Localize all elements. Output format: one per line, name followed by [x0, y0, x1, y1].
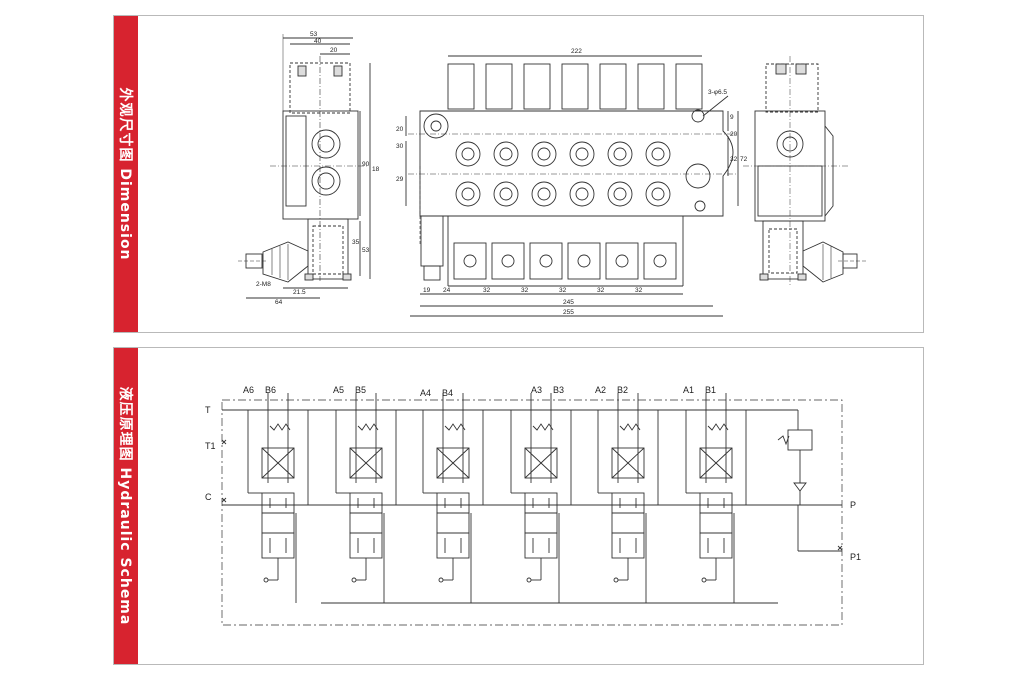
dim-72: 72: [740, 156, 748, 163]
dim-64: 64: [275, 299, 283, 306]
dimension-panel: 外观尺寸图 Dimension: [113, 15, 924, 333]
dim-32-d: 32: [597, 287, 605, 294]
port-T1: T1: [205, 441, 216, 451]
port-A4: A4: [420, 388, 431, 398]
section-5: [335, 393, 397, 603]
port-A3: A3: [531, 385, 542, 395]
dim-19: 19: [423, 287, 431, 294]
dim-20: 20: [330, 47, 338, 54]
dimension-title: 外观尺寸图 Dimension: [117, 87, 133, 261]
hydraulic-title-tab: 液压原理图 Hydraulic Schema: [114, 348, 138, 664]
dim-255: 255: [563, 309, 574, 316]
dimension-title-tab: 外观尺寸图 Dimension: [114, 16, 138, 332]
dim-53: 53: [310, 31, 318, 38]
dim-90: 90: [362, 161, 370, 168]
port-B2: B2: [617, 385, 628, 395]
hydraulic-panel: 液压原理图 Hydraulic Schema: [113, 347, 924, 665]
dim-53b: 53: [362, 247, 370, 254]
dim-32-c: 32: [559, 287, 567, 294]
dim-20-right: 20: [730, 131, 738, 138]
dim-32-right: 32: [730, 156, 738, 163]
dim-222: 222: [571, 48, 582, 55]
dim-35: 35: [352, 239, 360, 246]
dim-32-a: 32: [483, 287, 491, 294]
section-3: [510, 393, 572, 603]
side-view-right: [743, 56, 866, 286]
port-A6: A6: [243, 385, 254, 395]
port-T: T: [205, 405, 211, 415]
port-B3: B3: [553, 385, 564, 395]
dimension-drawing: 53 40 20 90 18 35 53 2-M8 21.5 64: [238, 31, 866, 317]
dim-32-b: 32: [521, 287, 529, 294]
port-A5: A5: [333, 385, 344, 395]
port-B1: B1: [705, 385, 716, 395]
dim-2m8: 2-M8: [256, 281, 271, 288]
section-4: [422, 393, 484, 603]
hydraulic-schema: T T1 C P P1 A6 B6 A5 B5 A4 B4 A3 B3 A2 B…: [205, 385, 861, 626]
dim-9: 9: [730, 114, 734, 121]
port-B4: B4: [442, 388, 453, 398]
port-B6: B6: [265, 385, 276, 395]
dim-32-e: 32: [635, 287, 643, 294]
dim-20-left: 20: [396, 126, 404, 133]
dim-18x: 18: [372, 166, 380, 173]
dim-245: 245: [563, 299, 574, 306]
port-A2: A2: [595, 385, 606, 395]
dim-30-left: 30: [396, 143, 404, 150]
section-2: [597, 393, 659, 603]
hydraulic-title: 液压原理图 Hydraulic Schema: [117, 386, 133, 626]
section-1: [685, 393, 747, 603]
port-C: C: [205, 492, 212, 502]
section-6: [247, 393, 309, 603]
dim-29: 29: [396, 176, 404, 183]
port-P: P: [850, 500, 856, 510]
dim-21-5: 21.5: [293, 289, 306, 296]
port-P1: P1: [850, 552, 861, 562]
dim-3-phi: 3-φ6.5: [708, 89, 727, 96]
dim-40: 40: [314, 38, 322, 45]
port-A1: A1: [683, 385, 694, 395]
dim-24: 24: [443, 287, 451, 294]
port-B5: B5: [355, 385, 366, 395]
side-view-left: [238, 34, 371, 299]
front-view: [405, 55, 739, 317]
